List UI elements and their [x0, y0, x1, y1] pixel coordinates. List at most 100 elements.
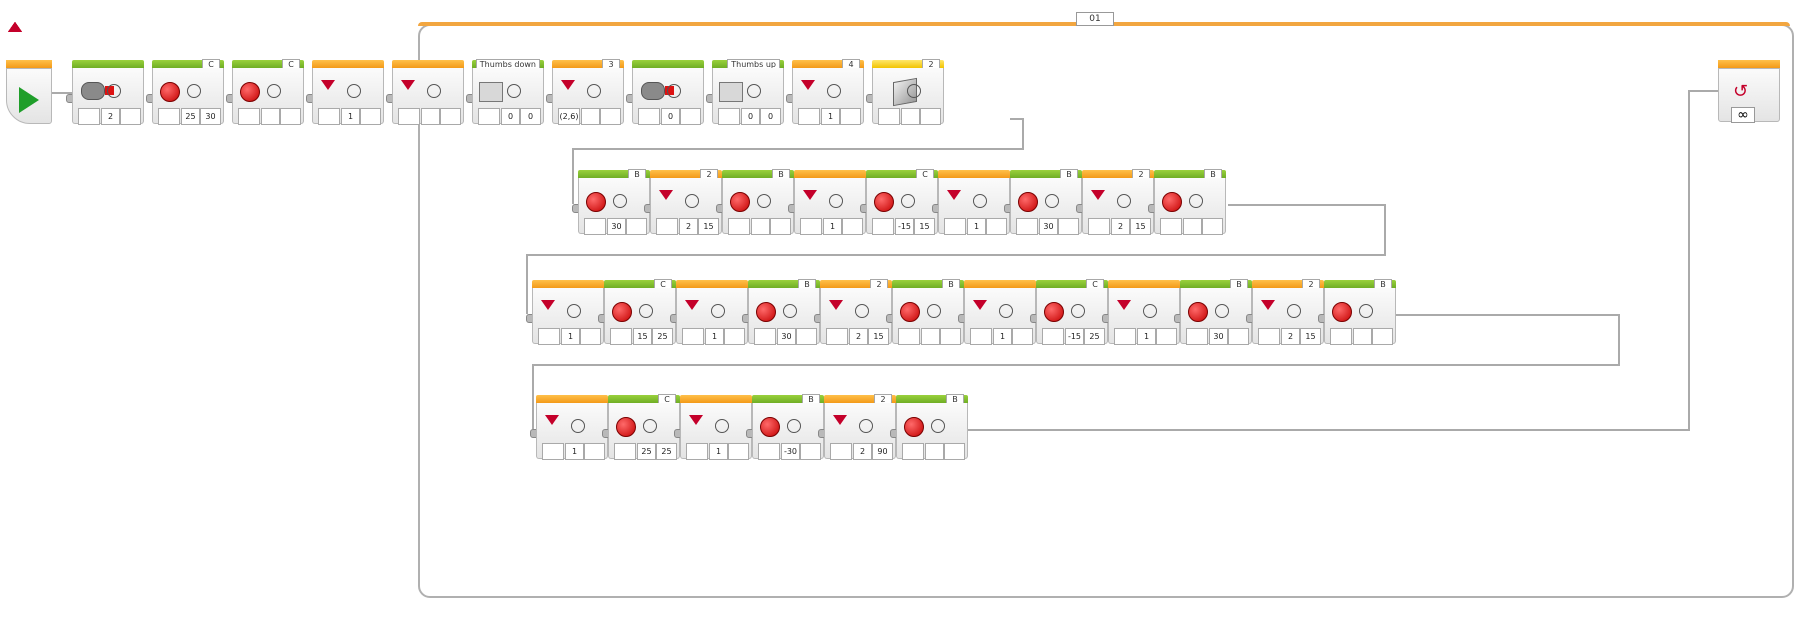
param-field[interactable]: [970, 328, 992, 345]
param-field[interactable]: [1353, 328, 1372, 345]
param-field[interactable]: [1016, 218, 1038, 235]
param-field[interactable]: [758, 443, 780, 460]
param-field[interactable]: [686, 443, 708, 460]
row1-block-0[interactable]: 2: [72, 60, 144, 125]
row4-block-5[interactable]: B: [896, 394, 968, 460]
loop-count[interactable]: ∞: [1731, 107, 1755, 123]
row3-block-6[interactable]: 1: [964, 280, 1036, 345]
param-field[interactable]: [754, 328, 776, 345]
param-field[interactable]: [724, 328, 745, 345]
param-field[interactable]: 15: [1130, 218, 1151, 235]
param-field[interactable]: 2: [853, 443, 872, 460]
param-field[interactable]: -15: [1065, 328, 1084, 345]
param-field[interactable]: 0: [520, 108, 541, 125]
param-field[interactable]: [718, 108, 740, 125]
param-field[interactable]: [1183, 218, 1202, 235]
param-field[interactable]: [800, 218, 822, 235]
param-field[interactable]: [826, 328, 848, 345]
param-field[interactable]: [318, 108, 340, 125]
param-field[interactable]: 30: [777, 328, 796, 345]
param-field[interactable]: [921, 328, 940, 345]
param-field[interactable]: 15: [914, 218, 935, 235]
param-field[interactable]: [1186, 328, 1208, 345]
row2-block-5[interactable]: 1: [938, 170, 1010, 235]
start-block[interactable]: [6, 60, 52, 124]
param-field[interactable]: (2,6): [558, 108, 580, 125]
row2-block-8[interactable]: B: [1154, 169, 1226, 235]
param-field[interactable]: [580, 328, 601, 345]
row4-block-0[interactable]: 1: [536, 395, 608, 460]
param-field[interactable]: 1: [967, 218, 986, 235]
row3-block-5[interactable]: B: [892, 279, 964, 345]
param-field[interactable]: 2: [849, 328, 868, 345]
param-field[interactable]: [280, 108, 301, 125]
param-field[interactable]: [898, 328, 920, 345]
param-field[interactable]: [421, 108, 440, 125]
param-field[interactable]: [1258, 328, 1280, 345]
param-field[interactable]: -30: [781, 443, 800, 460]
param-field[interactable]: [1156, 328, 1177, 345]
param-field[interactable]: [728, 443, 749, 460]
param-field[interactable]: [610, 328, 632, 345]
row1-block-4[interactable]: [392, 60, 464, 125]
param-field[interactable]: [440, 108, 461, 125]
param-field[interactable]: [584, 218, 606, 235]
param-field[interactable]: 25: [637, 443, 656, 460]
param-field[interactable]: [78, 108, 100, 125]
param-field[interactable]: 2: [679, 218, 698, 235]
row1-block-2[interactable]: C: [232, 59, 304, 125]
param-field[interactable]: [920, 108, 941, 125]
param-field[interactable]: 0: [661, 108, 680, 125]
param-field[interactable]: 25: [652, 328, 673, 345]
row1-block-6[interactable]: 3(2,6): [552, 59, 624, 125]
param-field[interactable]: [538, 328, 560, 345]
param-field[interactable]: 90: [872, 443, 893, 460]
param-field[interactable]: [1372, 328, 1393, 345]
param-field[interactable]: 30: [1039, 218, 1058, 235]
row1-block-10[interactable]: 2: [872, 59, 944, 125]
param-field[interactable]: 0: [741, 108, 760, 125]
param-field[interactable]: [238, 108, 260, 125]
param-field[interactable]: [830, 443, 852, 460]
param-field[interactable]: [542, 443, 564, 460]
param-field[interactable]: 30: [607, 218, 626, 235]
param-field[interactable]: 30: [200, 108, 221, 125]
param-field[interactable]: 2: [101, 108, 120, 125]
param-field[interactable]: 1: [823, 218, 842, 235]
param-field[interactable]: [1160, 218, 1182, 235]
param-field[interactable]: [902, 443, 924, 460]
param-field[interactable]: [680, 108, 701, 125]
param-field[interactable]: [1330, 328, 1352, 345]
param-field[interactable]: [1012, 328, 1033, 345]
row3-block-0[interactable]: 1: [532, 280, 604, 345]
param-field[interactable]: [478, 108, 500, 125]
param-field[interactable]: [360, 108, 381, 125]
param-field[interactable]: 15: [868, 328, 889, 345]
param-field[interactable]: [120, 108, 141, 125]
param-field[interactable]: [944, 443, 965, 460]
param-field[interactable]: -15: [895, 218, 914, 235]
param-field[interactable]: [1228, 328, 1249, 345]
param-field[interactable]: [901, 108, 920, 125]
param-field[interactable]: [840, 108, 861, 125]
row2-block-2[interactable]: B: [722, 169, 794, 235]
param-field[interactable]: 1: [821, 108, 840, 125]
loop-end-block[interactable]: ↺ ∞: [1718, 60, 1780, 123]
param-field[interactable]: [614, 443, 636, 460]
param-field[interactable]: 25: [181, 108, 200, 125]
param-field[interactable]: 1: [705, 328, 724, 345]
row3-block-2[interactable]: 1: [676, 280, 748, 345]
param-field[interactable]: [770, 218, 791, 235]
